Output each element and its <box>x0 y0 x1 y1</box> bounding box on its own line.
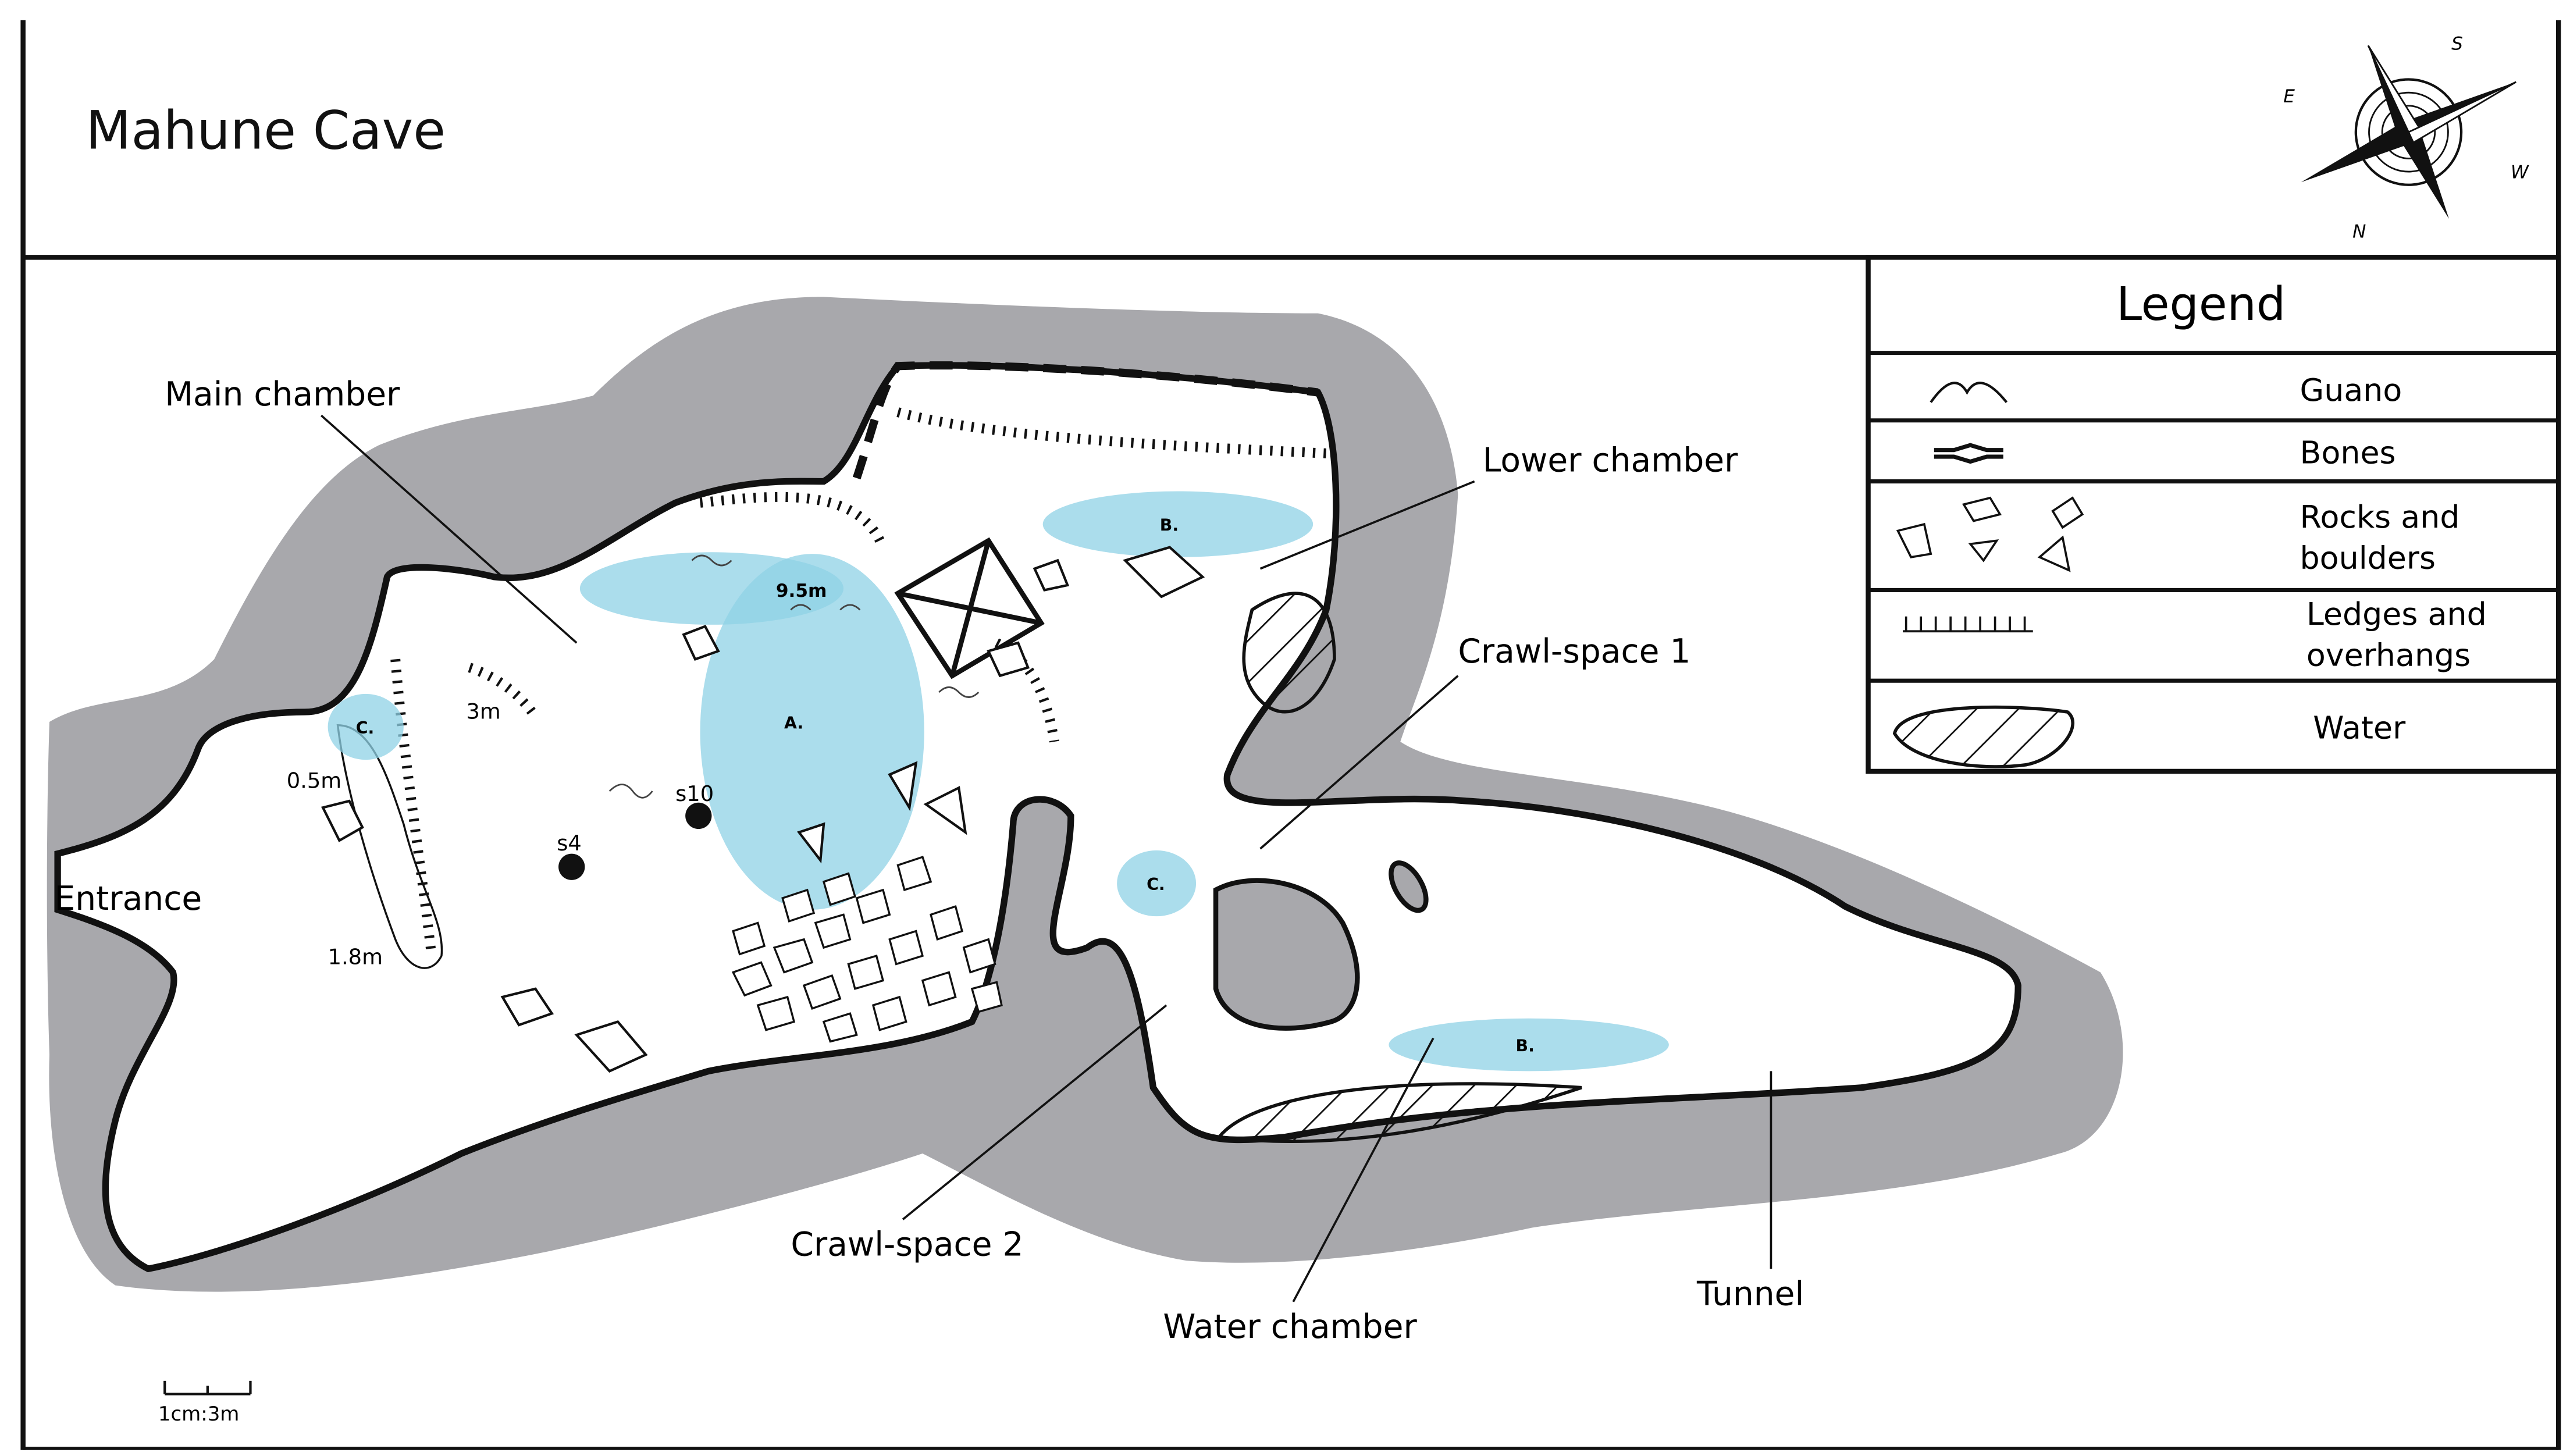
label-crawl-space-2: Crawl-space 2 <box>791 1226 1023 1264</box>
legend-ledges-label-2: overhangs <box>2306 637 2471 674</box>
small-rock-island <box>1389 860 1429 913</box>
depth-label-1-8m: 1.8m <box>328 944 383 969</box>
bones-icon <box>1934 443 2003 464</box>
pool-c-crawl <box>1117 850 1197 917</box>
pool-b-lower <box>1389 1018 1669 1071</box>
depth-label-0-5m: 0.5m <box>287 768 341 793</box>
legend-bones-label: Bones <box>2300 434 2396 471</box>
label-tunnel: Tunnel <box>1696 1275 1804 1313</box>
depth-label-3m: 3m <box>466 699 500 724</box>
legend-heading: Legend <box>2116 277 2286 331</box>
pool-b-upper-label: B. <box>1160 515 1179 535</box>
rock-island <box>1213 878 1360 1031</box>
label-main-chamber: Main chamber <box>165 375 400 414</box>
compass-rose-icon <box>2301 45 2516 219</box>
compass-label-e: E <box>2283 86 2295 107</box>
rocks-icon <box>1896 496 2084 572</box>
scale-bar <box>163 1380 252 1396</box>
guano-icon <box>1930 382 2008 403</box>
label-crawl-space-1: Crawl-space 1 <box>1458 632 1690 671</box>
ledge-marks <box>896 407 1327 458</box>
pool-b-upper <box>1042 491 1314 557</box>
station-s10-label: s10 <box>675 781 714 806</box>
ledges-icon <box>1903 616 2033 633</box>
legend-rocks-label-1: Rocks and <box>2300 499 2460 535</box>
legend-rocks-label-2: boulders <box>2300 540 2436 576</box>
pool-a-label: A. <box>784 713 803 732</box>
pool-b-lower-label: B. <box>1515 1036 1534 1055</box>
dashed-boundary <box>852 361 1319 480</box>
compass-label-w: W <box>2511 162 2529 183</box>
label-entrance: Entrance <box>54 880 202 918</box>
ledge-marks <box>994 638 1059 743</box>
rock-icons-scattered <box>321 546 1205 1073</box>
water-icon <box>1892 705 2075 768</box>
boulder-field <box>731 856 1003 1043</box>
scale-label: 1cm:3m <box>158 1402 240 1426</box>
station-s4-marker <box>558 853 585 880</box>
compass-label-s: S <box>2451 34 2463 55</box>
leader-lines <box>321 414 1772 1302</box>
legend-water-label: Water <box>2313 709 2406 746</box>
guano-marks <box>608 554 980 799</box>
depth-label-9-5m: 9.5m <box>776 581 827 601</box>
map-title: Mahune Cave <box>86 100 446 161</box>
pool-area <box>579 552 844 625</box>
station-s10-marker <box>685 802 712 830</box>
pool-c-entrance-label: C. <box>356 718 375 738</box>
legend-guano-label: Guano <box>2300 372 2402 408</box>
label-water-chamber: Water chamber <box>1163 1308 1417 1346</box>
station-s4-label: s4 <box>557 831 582 856</box>
pool-c-crawl-label: C. <box>1147 875 1165 894</box>
large-boulder-icon <box>894 537 1045 679</box>
compass-label-n: N <box>2352 221 2366 242</box>
ledge-marks <box>699 492 886 546</box>
pool-c-entrance <box>328 693 404 760</box>
legend-ledges-label-1: Ledges and <box>2306 596 2487 632</box>
pool-a <box>700 554 924 910</box>
label-lower-chamber: Lower chamber <box>1483 442 1738 480</box>
legend: Legend Guano Bones Rocks and boulders Le… <box>1866 255 2561 774</box>
water-hatch <box>1242 592 1336 714</box>
entrance-pillar <box>336 724 443 969</box>
water-hatch <box>1216 1082 1582 1144</box>
ledge-marks <box>390 658 437 957</box>
